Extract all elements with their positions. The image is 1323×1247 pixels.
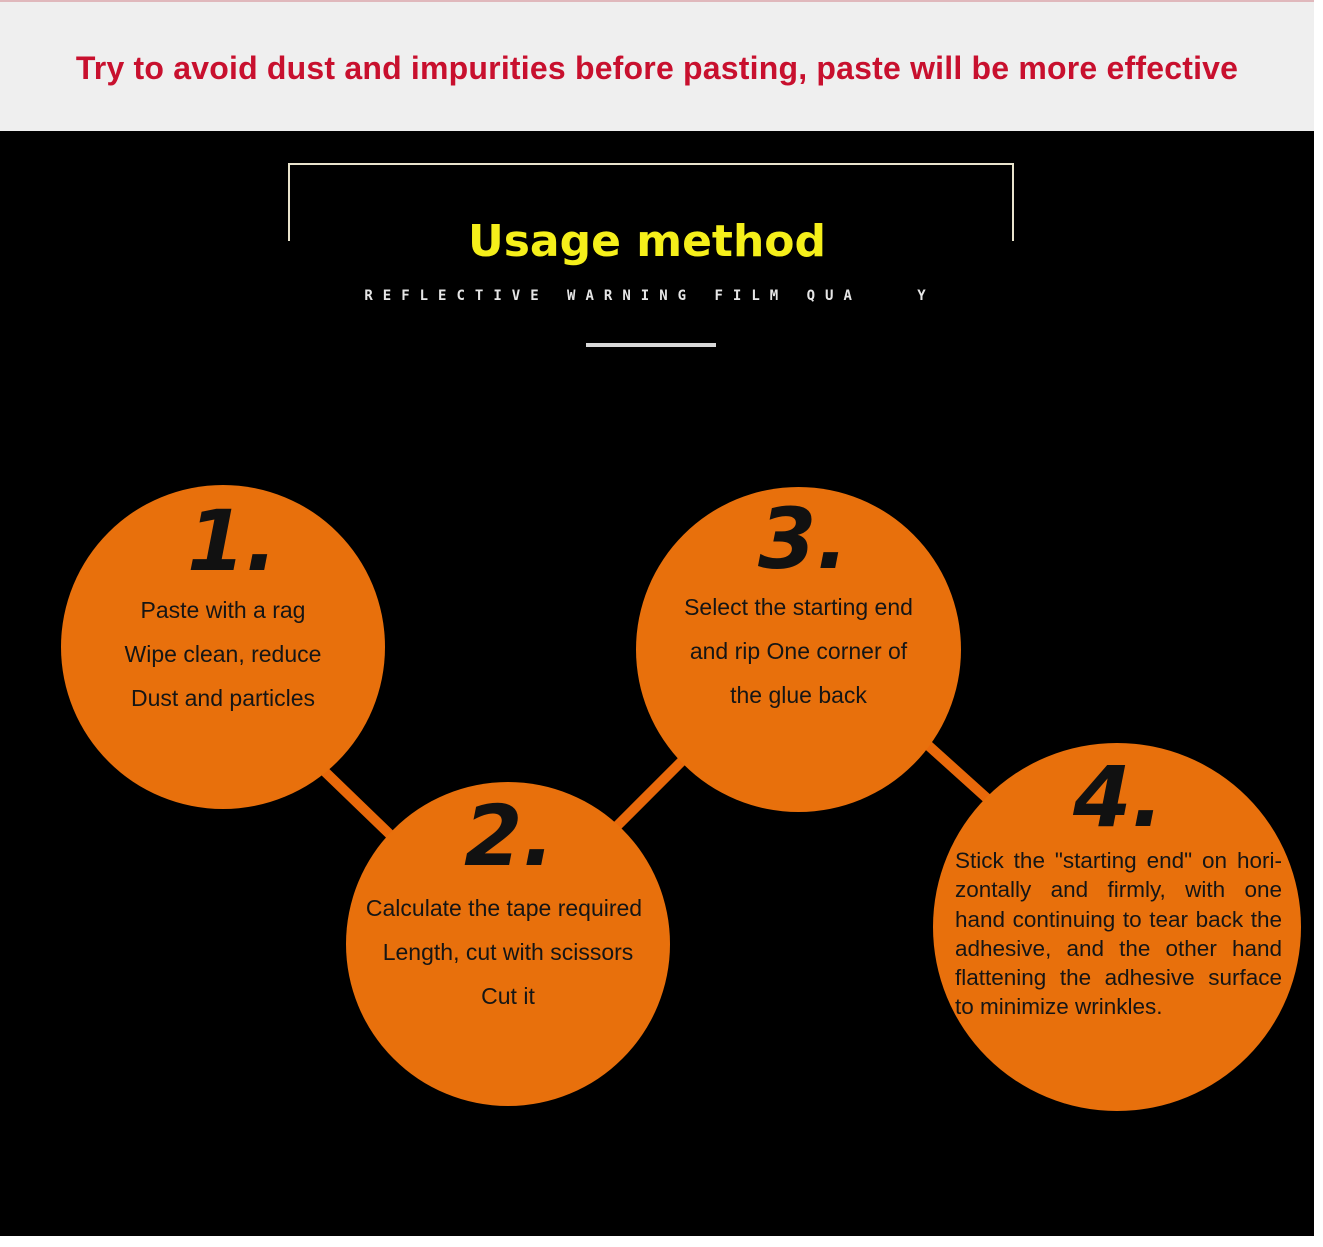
step-2-circle: 2. Calculate the tape required Length, c…: [346, 782, 670, 1106]
title-frame: [288, 163, 1014, 241]
step-2-line-2: Length, cut with scissors: [382, 939, 634, 965]
step-3-line-1: Select the starting end: [684, 594, 913, 620]
step-3-number: 3.: [758, 490, 849, 588]
step-1-circle: 1. Paste with a rag Wipe clean, reduce D…: [61, 485, 385, 809]
title-divider: [586, 343, 716, 347]
banner-text: Try to avoid dust and impurities before …: [75, 50, 1239, 86]
step-4-circle: 4.: [933, 743, 1301, 1111]
top-banner: Try to avoid dust and impurities before …: [0, 0, 1314, 131]
step-1-number: 1.: [187, 492, 278, 590]
step-2-number: 2.: [464, 787, 555, 885]
page-title: Usage method: [452, 212, 842, 272]
step-3-line-3: the glue back: [730, 682, 867, 708]
step-3-line-2: and rip One corner of: [689, 638, 908, 664]
step-4-number: 4.: [1073, 748, 1164, 846]
bottom-edge-strip: [0, 1236, 1323, 1247]
step-1-line-2: Wipe clean, reduce: [124, 641, 322, 667]
step-3-circle: 3. Select the starting end and rip One c…: [636, 487, 961, 812]
subtitle: REFLECTIVE WARNING FILM QUA Y: [364, 288, 936, 304]
step-1-line-1: Paste with a rag: [140, 597, 306, 623]
step-4-text: Stick the "starting end" on hori­zontall…: [955, 848, 1282, 1020]
step-2-line-3: Cut it: [481, 983, 535, 1009]
step-2-line-1: Calculate the tape required: [365, 895, 643, 921]
step-1-line-3: Dust and particles: [130, 685, 316, 711]
right-edge-strip: [1314, 0, 1323, 1247]
